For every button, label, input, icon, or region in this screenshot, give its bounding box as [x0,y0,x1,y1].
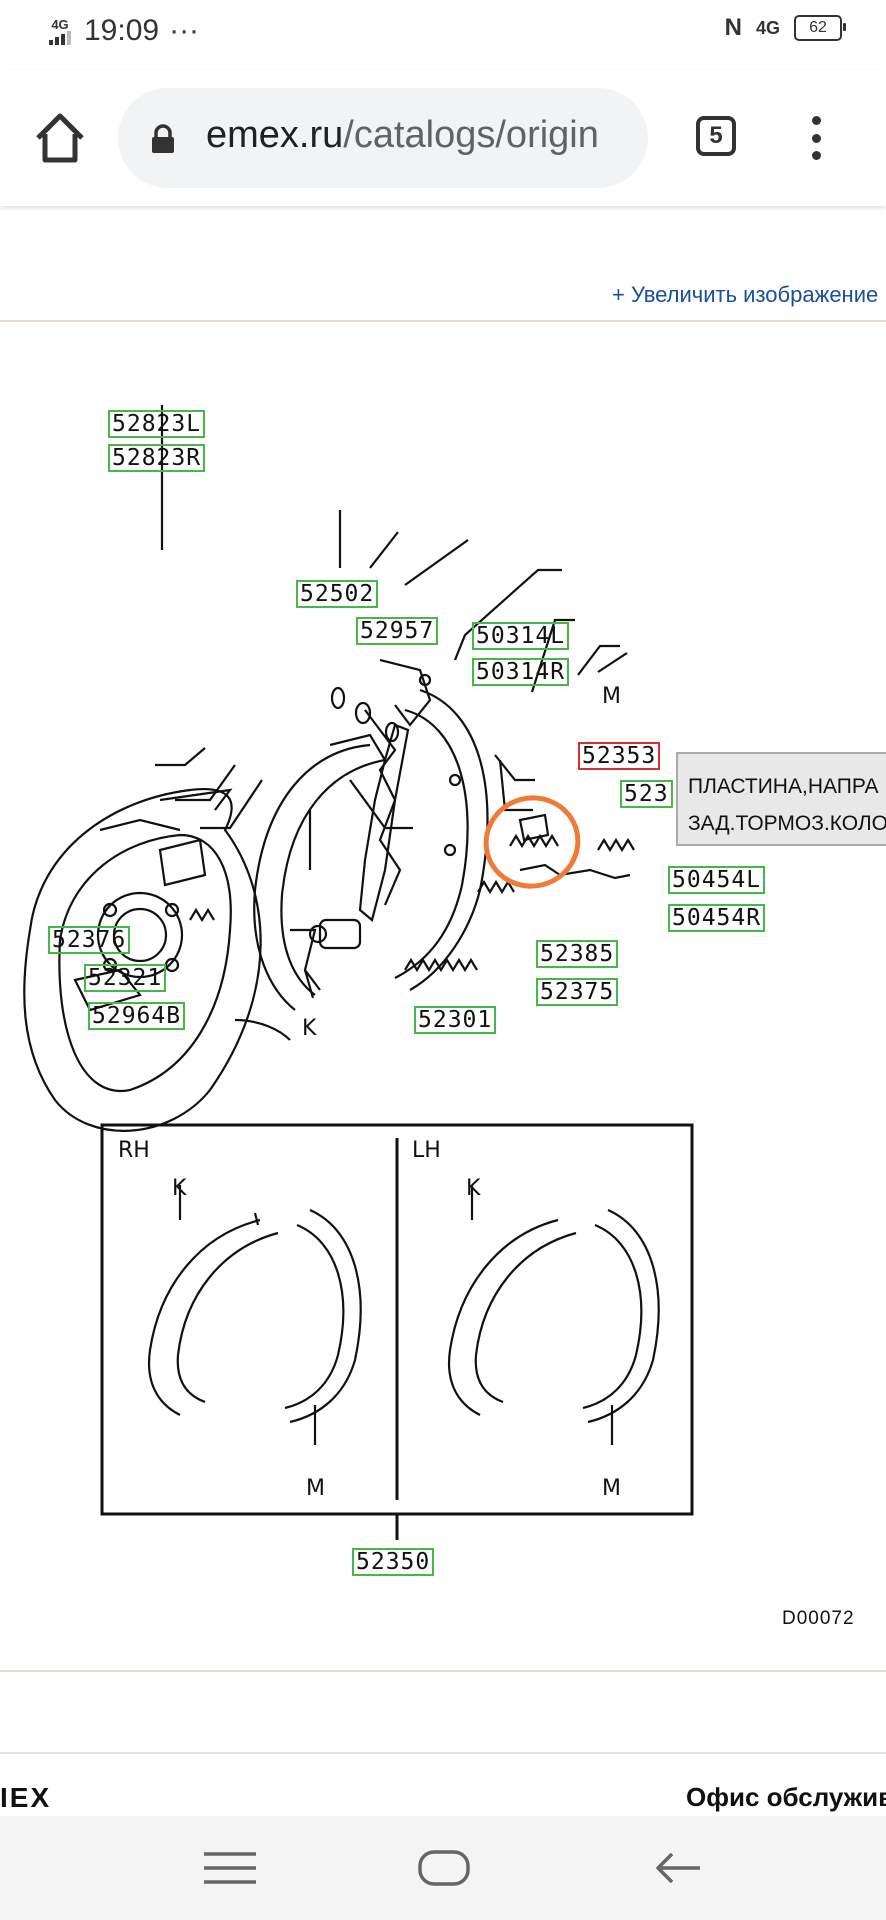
letter-k-bottom: K [302,1016,317,1041]
network-icon: 4G [755,17,780,38]
part-label-50314L[interactable]: 50314L [472,622,570,650]
brake-diagram-drawing [23,405,694,1540]
parts-diagram: 52823L 52823R 52502 52957 50314L 50314R … [0,330,886,1660]
tooltip-line-1: ПЛАСТИНА,НАПРА [688,775,879,798]
footer-logo-text[interactable]: IEX [0,1782,52,1813]
letter-m-top: M [602,684,621,709]
tooltip-line-2: ЗАД.ТОРМОЗ.КОЛО [688,812,886,835]
part-label-52964B[interactable]: 52964B [88,1002,186,1030]
enlarge-image-link[interactable]: + Увеличить изображение [612,282,879,307]
part-label-50314R[interactable]: 50314R [472,658,570,686]
highlight-circle [483,795,581,889]
menu-nav-icon[interactable] [200,1846,260,1890]
part-label-52385[interactable]: 52385 [536,940,619,968]
url-text: emex.ru/catalogs/origin [206,114,599,156]
more-menu-icon[interactable] [806,116,826,160]
letter-m-lh: M [602,1476,621,1501]
letter-k-rh: K [172,1176,187,1201]
tab-switcher-button[interactable]: 5 [696,116,736,156]
part-label-52502[interactable]: 52502 [296,580,379,608]
part-tooltip: ПЛАСТИНА,НАПРА ЗАД.ТОРМОЗ.КОЛО [676,752,886,846]
status-dots: ··· [169,14,200,47]
part-label-52321[interactable]: 52321 [84,964,167,992]
address-bar[interactable]: emex.ru/catalogs/origin [118,88,648,188]
lock-icon [152,124,174,153]
diagram-code: D00072 [782,1608,855,1629]
divider [0,320,886,322]
part-label-52823L[interactable]: 52823L [108,410,206,438]
letter-rh: RH [118,1138,150,1163]
part-label-50454R[interactable]: 50454R [668,904,766,932]
part-label-52957[interactable]: 52957 [356,617,439,645]
status-bar: 4G 19:09 ··· N 4G 62 [0,0,886,70]
back-nav-icon[interactable] [648,1846,708,1890]
footer-office-link[interactable]: Офис обслужива [686,1782,886,1812]
part-label-52350[interactable]: 52350 [352,1548,435,1576]
left-brake-shoe [253,743,371,1011]
home-icon[interactable] [30,108,90,168]
system-nav-bar [0,1816,886,1920]
nfc-icon: N [724,14,742,41]
part-label-52375[interactable]: 52375 [536,978,619,1006]
part-label-52376[interactable]: 52376 [48,926,131,954]
browser-toolbar: emex.ru/catalogs/origin 5 [0,70,886,206]
right-brake-shoe [409,688,489,991]
letter-k-lh: K [466,1176,481,1201]
letter-lh: LH [412,1138,441,1163]
part-label-52353[interactable]: 52353 [578,742,661,770]
part-label-52301[interactable]: 52301 [414,1006,497,1034]
backing-plate [23,787,262,1132]
battery-icon: 62 [794,15,846,41]
status-time: 19:09 [84,14,160,47]
divider [0,1670,886,1672]
letter-m-rh: M [306,1476,325,1501]
network-signal-icon: 4G [46,18,74,45]
part-label-52823R[interactable]: 52823R [108,444,206,472]
part-label-50454L[interactable]: 50454L [668,866,766,894]
divider [0,1752,886,1754]
home-nav-icon[interactable] [414,1846,474,1890]
part-label-523xx[interactable]: 523 [620,780,673,808]
